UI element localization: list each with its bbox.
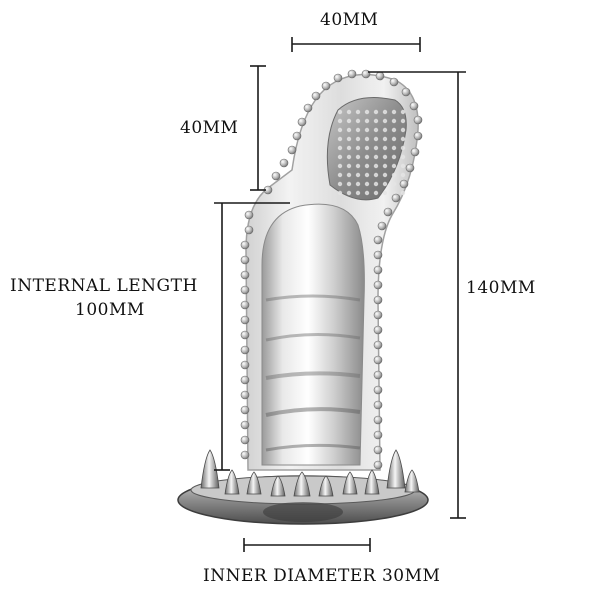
inner-diameter-label: INNER DIAMETER 30MM — [203, 566, 441, 586]
internal-length-value: 100MM — [75, 300, 145, 320]
base-ring — [177, 475, 429, 525]
top-width-label: 40MM — [320, 10, 379, 30]
total-length-label: 140MM — [466, 278, 536, 298]
base-spikes — [200, 449, 420, 497]
dimension-lines — [214, 37, 466, 552]
edge-nubs — [240, 69, 423, 470]
internal-length-title: INTERNAL LENGTH — [10, 276, 198, 296]
inner-channel — [261, 203, 365, 466]
inner-channel-ridges — [265, 294, 361, 452]
tip-length-label: 40MM — [180, 118, 239, 138]
textured-tip — [326, 97, 407, 201]
